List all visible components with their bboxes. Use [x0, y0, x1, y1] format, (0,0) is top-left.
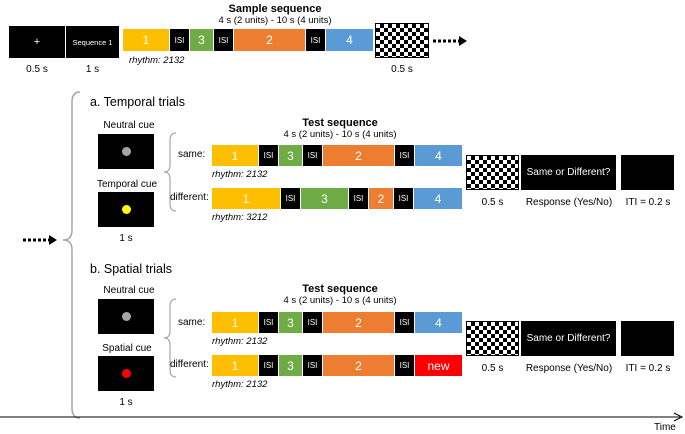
fixation-cross: +	[33, 36, 41, 48]
spatial-test-subtitle: 4 s (2 units) - 10 s (4 units)	[283, 295, 397, 306]
sample-segment-3: 3	[190, 29, 213, 51]
spatial-small-brace	[163, 298, 177, 378]
temporal-diff-segment-1: 1	[212, 188, 280, 209]
spatial-diff-isi-2: ISI	[302, 355, 323, 376]
spatial-diff-isi-1: ISI	[258, 355, 279, 376]
temporal-diff-isi-3: ISI	[393, 188, 414, 209]
temporal-same-isi-2: ISI	[302, 145, 323, 166]
temporal-heading: a. Temporal trials	[90, 95, 185, 109]
fixation-duration: 0.5 s	[26, 64, 48, 75]
sample-subtitle: 4 s (2 units) - 10 s (4 units)	[218, 15, 332, 26]
temporal-dot-icon	[122, 205, 131, 214]
temporal-mask-duration: 0.5 s	[481, 197, 504, 208]
sample-segment-2: 2	[234, 29, 305, 51]
spatial-diff-segment-3: 3	[279, 355, 302, 376]
temporal-neutral-cue-screen	[98, 134, 154, 169]
fixation-screen: +	[9, 26, 65, 58]
spatial-diff-segment-2: 2	[323, 355, 394, 376]
sample-isi-3: ISI	[305, 29, 326, 51]
temporal-cue-duration: 1 s	[119, 233, 133, 244]
sequence-label-screen: Sequence 1	[66, 26, 119, 58]
spatial-question-screen: Same or Different?	[521, 321, 616, 356]
neutral-dot-icon	[122, 312, 131, 321]
spatial-same-label: same:	[178, 317, 206, 328]
temporal-cue-screen	[98, 192, 154, 227]
temporal-same-rhythm: rhythm: 2132	[212, 169, 268, 180]
temporal-same-segment-1: 1	[212, 145, 258, 166]
temporal-iti-label: ITI = 0.2 s	[625, 197, 671, 208]
temporal-iti-screen	[621, 155, 674, 190]
spatial-same-segment-2: 2	[323, 312, 394, 333]
temporal-diff-segment-4: 4	[414, 188, 462, 209]
sample-isi-2: ISI	[213, 29, 234, 51]
spatial-same-rhythm: rhythm: 2132	[212, 336, 268, 347]
temporal-diff-segment-2: 2	[369, 188, 393, 209]
sample-rhythm: rhythm: 2132	[129, 55, 185, 66]
temporal-same-isi-1: ISI	[258, 145, 279, 166]
spatial-different-label: different:	[170, 359, 209, 370]
spatial-question-text: Same or Different?	[526, 333, 611, 344]
spatial-same-isi-3: ISI	[394, 312, 415, 333]
sample-mask	[375, 23, 429, 58]
temporal-different-label: different:	[170, 192, 209, 203]
spatial-test-title: Test sequence	[302, 283, 378, 295]
temporal-diff-segment-3: 3	[301, 188, 348, 209]
spatial-same-segment-4: 4	[415, 312, 462, 333]
spatial-neutral-cue-screen	[98, 299, 154, 334]
spatial-diff-isi-3: ISI	[394, 355, 415, 376]
sample-continue-arrow	[433, 36, 467, 46]
time-axis-arrow	[0, 412, 684, 422]
temporal-diff-isi-2: ISI	[348, 188, 369, 209]
temporal-same-label: same:	[178, 149, 206, 160]
spatial-cue-duration: 1 s	[119, 397, 133, 408]
sequence-label-duration: 1 s	[85, 64, 100, 75]
sample-segment-4: 4	[326, 29, 373, 51]
temporal-diff-isi-1: ISI	[280, 188, 301, 209]
spatial-mask-duration: 0.5 s	[481, 363, 504, 374]
spatial-diff-segment-1: 1	[212, 355, 258, 376]
temporal-mask	[466, 155, 519, 190]
spatial-same-segment-1: 1	[212, 312, 258, 333]
temporal-same-segment-3: 3	[279, 145, 302, 166]
spatial-cue-screen	[98, 356, 154, 391]
sample-segment-1: 1	[123, 29, 169, 51]
time-axis-label: Time	[654, 422, 676, 433]
spatial-dot-icon	[122, 369, 131, 378]
spatial-heading: b. Spatial trials	[90, 262, 172, 276]
spatial-same-isi-2: ISI	[302, 312, 323, 333]
sample-title: Sample sequence	[228, 3, 322, 15]
sample-mask-duration: 0.5 s	[391, 64, 413, 75]
neutral-dot-icon	[122, 147, 131, 156]
sequence-label-text: Sequence 1	[72, 37, 113, 47]
spatial-mask	[466, 321, 519, 356]
temporal-same-segment-2: 2	[323, 145, 394, 166]
spatial-iti-screen	[621, 321, 674, 356]
temporal-test-title: Test sequence	[302, 117, 378, 129]
spatial-same-isi-1: ISI	[258, 312, 279, 333]
temporal-question-screen: Same or Different?	[521, 155, 616, 190]
temporal-neutral-cue-label: Neutral cue	[103, 120, 155, 131]
temporal-test-subtitle: 4 s (2 units) - 10 s (4 units)	[283, 129, 397, 140]
temporal-small-brace	[163, 132, 177, 212]
temporal-cue-label: Temporal cue	[96, 179, 158, 190]
trial-entry-arrow	[23, 235, 57, 245]
trial-brace	[62, 91, 81, 419]
temporal-response-label: Response (Yes/No)	[525, 197, 613, 208]
spatial-iti-label: ITI = 0.2 s	[625, 363, 671, 374]
spatial-diff-rhythm: rhythm: 2132	[212, 379, 268, 390]
spatial-same-segment-3: 3	[279, 312, 302, 333]
spatial-diff-segment-new: new	[415, 355, 462, 376]
temporal-diff-rhythm: rhythm: 3212	[212, 212, 268, 223]
temporal-question-text: Same or Different?	[526, 167, 611, 178]
sample-isi-1: ISI	[169, 29, 190, 51]
temporal-same-segment-4: 4	[415, 145, 462, 166]
spatial-neutral-cue-label: Neutral cue	[103, 285, 155, 296]
spatial-response-label: Response (Yes/No)	[525, 363, 613, 374]
temporal-same-isi-3: ISI	[394, 145, 415, 166]
spatial-cue-label: Spatial cue	[102, 343, 152, 354]
